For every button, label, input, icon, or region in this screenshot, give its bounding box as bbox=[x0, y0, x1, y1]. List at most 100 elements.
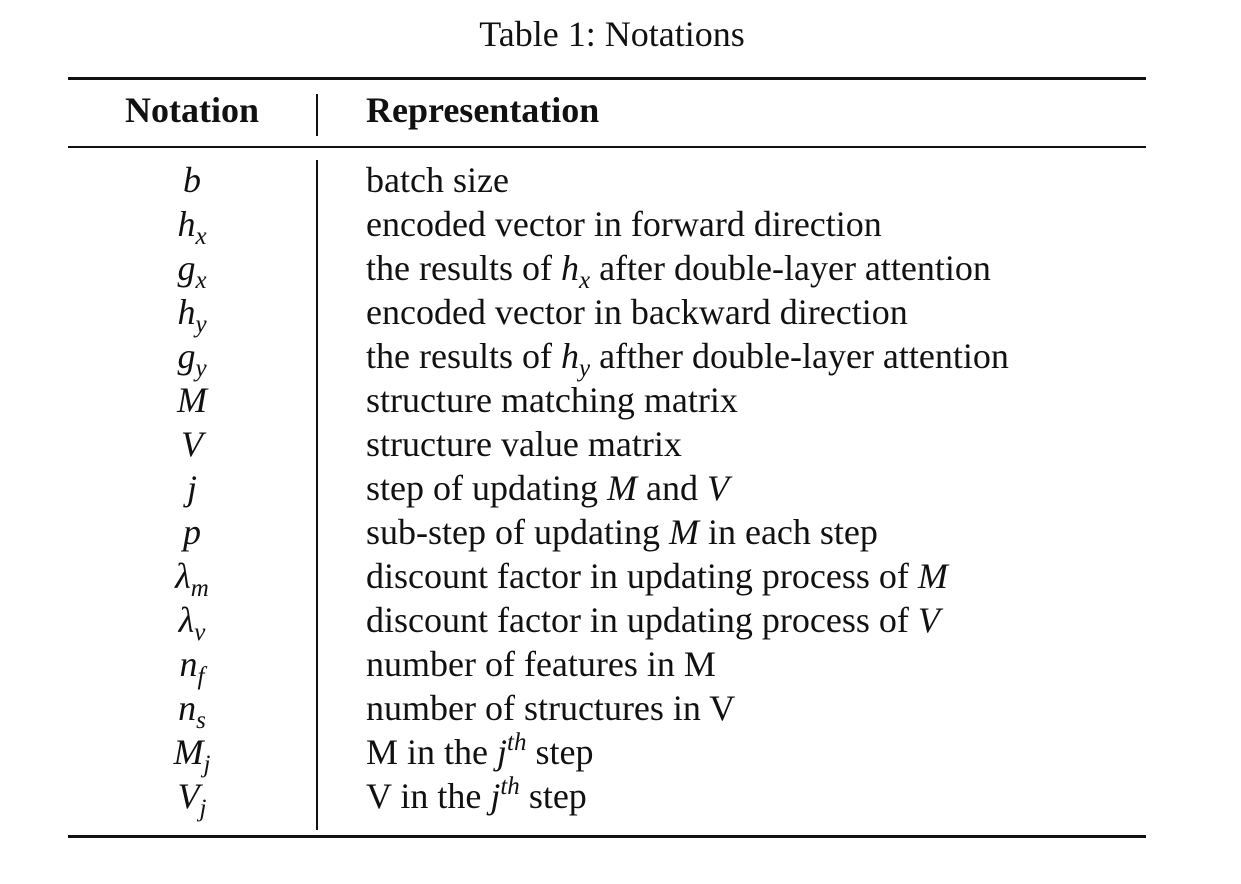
notation-subscript: y bbox=[195, 311, 207, 338]
notation-subscript: s bbox=[196, 707, 206, 734]
representation-text: discount factor in updating process of bbox=[366, 556, 918, 596]
representation-text: number of features in M bbox=[366, 644, 716, 684]
notation-subscript: x bbox=[195, 267, 207, 294]
inline-math: hx bbox=[561, 248, 590, 293]
representation-cell: the results of hx after double-layer att… bbox=[366, 246, 991, 293]
column-header-representation: Representation bbox=[366, 90, 600, 130]
representation-cell: number of features in M bbox=[366, 642, 716, 686]
notation-subscript: j bbox=[199, 795, 207, 822]
math-symbol: j bbox=[497, 732, 508, 772]
representation-text: V in the bbox=[366, 776, 491, 816]
header-column-divider bbox=[316, 94, 318, 136]
notation-subscript: f bbox=[197, 663, 205, 690]
math-symbol: V bbox=[706, 468, 729, 508]
representation-cell: structure value matrix bbox=[366, 422, 682, 466]
math-symbol: j bbox=[490, 776, 501, 816]
bottom-rule bbox=[68, 835, 1146, 838]
table-row: λv discount factor in updating process of… bbox=[68, 598, 1146, 645]
notation-symbol: g bbox=[177, 336, 196, 376]
table-row: hy encoded vector in backward direction bbox=[68, 290, 1146, 337]
notation-symbol: λ bbox=[178, 600, 195, 640]
inline-math: hy bbox=[560, 336, 590, 381]
notation-symbol: V bbox=[181, 424, 203, 464]
table-caption: Table 1: Notations bbox=[479, 14, 745, 54]
notation-cell: b bbox=[68, 158, 316, 202]
notation-cell: hx bbox=[68, 202, 316, 249]
representation-text: M in the bbox=[366, 732, 497, 772]
notation-symbol: p bbox=[183, 512, 201, 552]
representation-text: encoded vector in forward direction bbox=[366, 204, 882, 244]
notation-symbol: M bbox=[173, 732, 204, 772]
notation-cell: j bbox=[68, 466, 316, 510]
representation-text: afther double-layer attention bbox=[590, 336, 1009, 376]
notation-symbol: h bbox=[177, 292, 196, 332]
representation-cell: encoded vector in forward direction bbox=[366, 202, 882, 246]
representation-text: structure matching matrix bbox=[366, 380, 738, 420]
math-symbol: h bbox=[560, 336, 579, 376]
header-rule bbox=[68, 146, 1146, 148]
notation-subscript: v bbox=[194, 619, 206, 646]
body-column-divider bbox=[316, 160, 318, 830]
notation-symbol: V bbox=[177, 776, 200, 816]
representation-cell: batch size bbox=[366, 158, 509, 202]
notation-symbol: b bbox=[183, 160, 201, 200]
representation-cell: step of updating M and V bbox=[366, 466, 729, 510]
notation-symbol: h bbox=[177, 204, 196, 244]
inline-math: M bbox=[669, 512, 699, 552]
notation-cell: p bbox=[68, 510, 316, 554]
representation-cell: V in the jth step bbox=[366, 774, 587, 818]
representation-text: step bbox=[526, 732, 594, 772]
representation-text: number of structures in V bbox=[366, 688, 736, 728]
inline-math: V bbox=[918, 600, 940, 640]
notation-cell: gy bbox=[68, 334, 316, 381]
notation-cell: λv bbox=[68, 598, 316, 645]
representation-text: and bbox=[636, 468, 707, 508]
notation-subscript: j bbox=[203, 751, 211, 778]
notation-cell: hy bbox=[68, 290, 316, 337]
table-row: hx encoded vector in forward direction bbox=[68, 202, 1146, 249]
notation-cell: Vj bbox=[68, 774, 316, 821]
math-subscript: y bbox=[578, 355, 591, 382]
notation-cell: gx bbox=[68, 246, 316, 293]
notation-cell: ns bbox=[68, 686, 316, 733]
notation-subscript: m bbox=[190, 575, 209, 602]
notation-cell: Mj bbox=[68, 730, 316, 777]
math-symbol: M bbox=[668, 512, 699, 552]
notation-subscript: x bbox=[195, 223, 207, 250]
representation-text: step bbox=[519, 776, 587, 816]
notation-symbol: n bbox=[178, 688, 197, 728]
notation-symbol: j bbox=[186, 468, 197, 508]
math-symbol: M bbox=[917, 556, 948, 596]
representation-cell: number of structures in V bbox=[366, 686, 735, 730]
representation-cell: structure matching matrix bbox=[366, 378, 738, 422]
representation-cell: discount factor in updating process of V bbox=[366, 598, 940, 642]
representation-text: sub-step of updating bbox=[366, 512, 669, 552]
representation-text: after double-layer attention bbox=[590, 248, 991, 288]
representation-text: step of updating bbox=[366, 468, 607, 508]
math-subscript: x bbox=[578, 267, 591, 294]
representation-text: encoded vector in backward direction bbox=[366, 292, 908, 332]
table-row: b batch size bbox=[68, 158, 1146, 202]
representation-text: structure value matrix bbox=[366, 424, 682, 464]
representation-cell: the results of hy afther double-layer at… bbox=[366, 334, 1009, 381]
top-rule bbox=[68, 77, 1146, 80]
table-row: ns number of structures in V bbox=[68, 686, 1146, 733]
notation-cell: λm bbox=[68, 554, 316, 601]
inline-math: jth bbox=[497, 730, 526, 772]
notation-cell: V bbox=[68, 422, 316, 466]
notation-symbol: g bbox=[177, 248, 196, 288]
table-row: j step of updating M and V bbox=[68, 466, 1146, 510]
math-superscript: th bbox=[500, 773, 520, 800]
notation-symbol: M bbox=[177, 380, 207, 420]
representation-text: the results of bbox=[366, 336, 561, 376]
notation-symbol: λ bbox=[175, 556, 191, 596]
representation-cell: M in the jth step bbox=[366, 730, 593, 774]
